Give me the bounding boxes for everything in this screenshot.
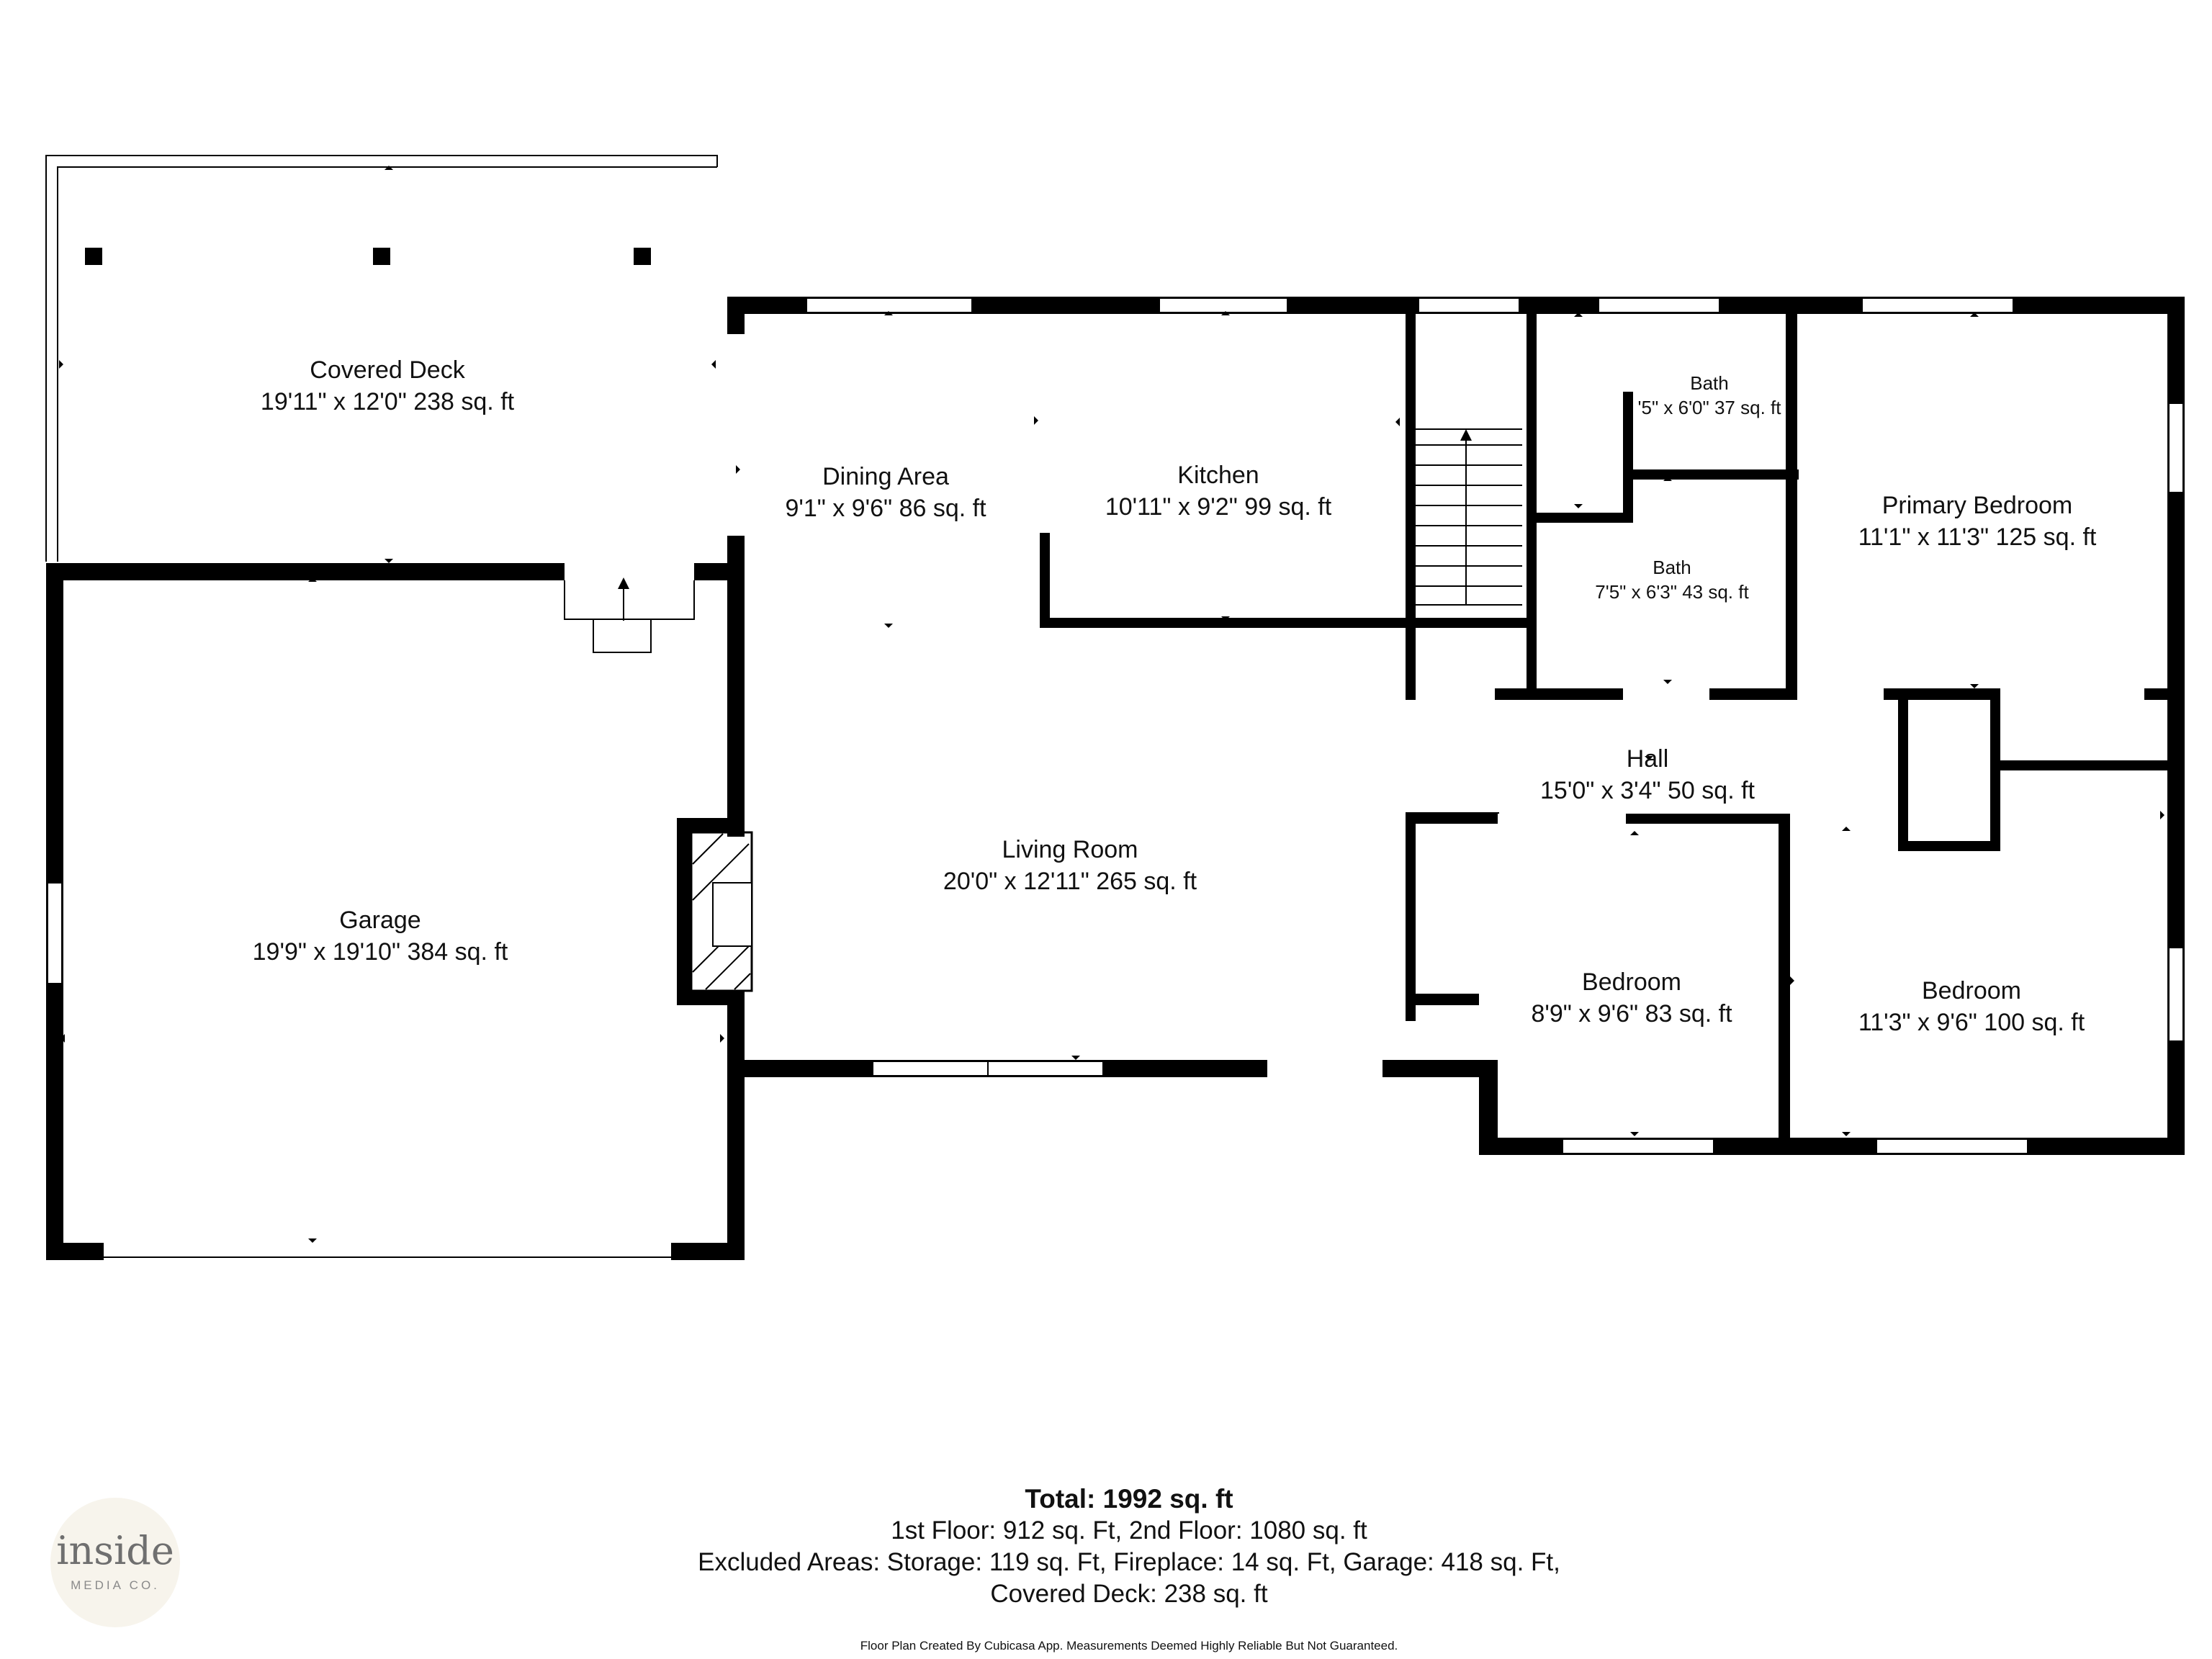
room-dims: 19'9" x 19'10" 384 sq. ft bbox=[252, 938, 508, 966]
deck-post bbox=[373, 248, 390, 265]
excluded-areas: Excluded Areas: Storage: 119 sq. Ft, Fir… bbox=[698, 1548, 1560, 1576]
room-label-bedroom-2: Bedroom 11'3" x 9'6" 100 sq. ft bbox=[1858, 975, 2085, 1038]
brand-logo: inside MEDIA CO. bbox=[50, 1498, 180, 1627]
logo-word: inside bbox=[56, 1528, 174, 1573]
room-label-hall: Hall 15'0" x 3'4" 50 sq. ft bbox=[1540, 743, 1755, 806]
room-name: Bath bbox=[1690, 372, 1729, 395]
room-dims: 15'0" x 3'4" 50 sq. ft bbox=[1540, 777, 1755, 804]
house-walls bbox=[618, 297, 2185, 1155]
floor-areas: 1st Floor: 912 sq. Ft, 2nd Floor: 1080 s… bbox=[891, 1516, 1367, 1545]
room-label-primary-bedroom: Primary Bedroom 11'1" x 11'3" 125 sq. ft bbox=[1858, 490, 2097, 553]
total-area: Total: 1992 sq. ft bbox=[1025, 1484, 1233, 1514]
room-dims: 19'11" x 12'0" 238 sq. ft bbox=[260, 388, 515, 415]
fireplace bbox=[677, 818, 753, 1005]
deck-post bbox=[634, 248, 651, 265]
room-name: Bath bbox=[1653, 557, 1691, 579]
room-name: Kitchen bbox=[1177, 461, 1259, 489]
room-name: Garage bbox=[339, 906, 421, 934]
logo-sub: MEDIA CO. bbox=[71, 1578, 160, 1592]
room-label-bath-2: Bath 7'5" x 6'3" 43 sq. ft bbox=[1595, 556, 1748, 605]
room-dims: 7'5" x 6'3" 43 sq. ft bbox=[1595, 581, 1749, 603]
room-dims: '5" x 6'0" 37 sq. ft bbox=[1637, 397, 1781, 418]
room-name: Bedroom bbox=[1922, 976, 2021, 1004]
room-dims: 11'3" x 9'6" 100 sq. ft bbox=[1858, 1009, 2085, 1036]
room-name: Bedroom bbox=[1582, 968, 1681, 996]
deck-post bbox=[85, 248, 102, 265]
room-label-garage: Garage 19'9" x 19'10" 384 sq. ft bbox=[253, 904, 508, 968]
room-label-bath-1: Bath '5" x 6'0" 37 sq. ft bbox=[1638, 372, 1781, 421]
room-dims: 11'1" x 11'3" 125 sq. ft bbox=[1858, 523, 2097, 551]
area-summary: Total: 1992 sq. ft 1st Floor: 912 sq. Ft… bbox=[589, 1483, 1669, 1610]
room-name: Dining Area bbox=[822, 462, 949, 490]
room-label-covered-deck: Covered Deck 19'11" x 12'0" 238 sq. ft bbox=[261, 354, 514, 418]
room-label-living: Living Room 20'0" x 12'11" 265 sq. ft bbox=[943, 834, 1197, 897]
room-label-bedroom-1: Bedroom 8'9" x 9'6" 83 sq. ft bbox=[1531, 966, 1732, 1030]
excluded-areas-cont: Covered Deck: 238 sq. ft bbox=[990, 1580, 1268, 1608]
room-name: Living Room bbox=[1002, 835, 1138, 863]
room-dims: 8'9" x 9'6" 83 sq. ft bbox=[1531, 1000, 1732, 1028]
covered-deck-outline bbox=[45, 155, 718, 562]
room-name: Primary Bedroom bbox=[1881, 491, 2073, 519]
room-dims: 10'11" x 9'2" 99 sq. ft bbox=[1105, 493, 1332, 521]
room-dims: 9'1" x 9'6" 86 sq. ft bbox=[785, 495, 986, 522]
disclaimer: Floor Plan Created By Cubicasa App. Meas… bbox=[860, 1639, 1398, 1653]
room-name: Covered Deck bbox=[310, 356, 465, 384]
room-name: Hall bbox=[1626, 745, 1669, 773]
room-label-dining: Dining Area 9'1" x 9'6" 86 sq. ft bbox=[785, 461, 986, 524]
room-label-kitchen: Kitchen 10'11" x 9'2" 99 sq. ft bbox=[1105, 459, 1331, 523]
room-dims: 20'0" x 12'11" 265 sq. ft bbox=[943, 868, 1197, 895]
dimension-markers bbox=[59, 166, 2164, 1243]
